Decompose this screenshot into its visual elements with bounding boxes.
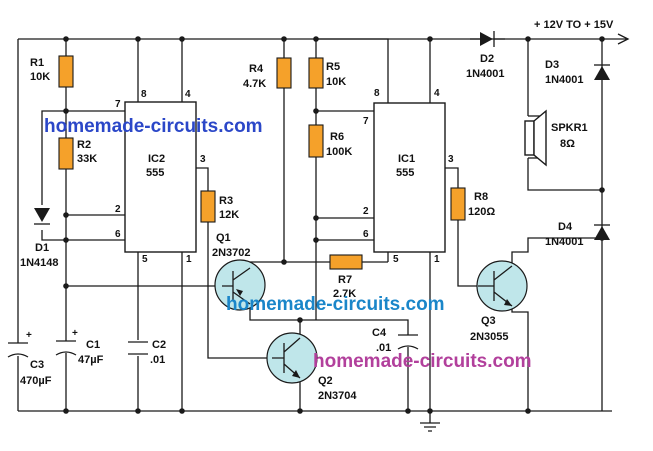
- ic2-pin-2: 2: [115, 204, 121, 215]
- svg-text:R3: R3: [219, 195, 233, 207]
- capacitor-c1: + C1 47µF: [55, 328, 104, 366]
- ic1-pin-7: 7: [363, 116, 369, 127]
- ic1-pin-3: 3: [448, 154, 454, 165]
- svg-text:47µF: 47µF: [78, 354, 104, 366]
- svg-text:R6: R6: [330, 131, 344, 143]
- svg-text:C2: C2: [152, 339, 166, 351]
- resistor-r7: R7 2.7K: [329, 254, 363, 300]
- svg-text:2N3702: 2N3702: [212, 247, 251, 259]
- ic2-pin-6: 6: [115, 229, 121, 240]
- ic2-pin-1: 1: [186, 254, 192, 265]
- svg-text:33K: 33K: [77, 153, 97, 165]
- transistor-q3: Q3 2N3055: [470, 260, 528, 343]
- svg-text:.01: .01: [150, 354, 165, 366]
- ic2-pin-5: 5: [142, 254, 148, 265]
- svg-text:C4: C4: [372, 327, 387, 339]
- svg-text:Q1: Q1: [216, 232, 231, 244]
- resistor-r5: R5 10K: [308, 57, 346, 89]
- resistor-r1: R1 10K: [30, 55, 74, 88]
- ic1-pin-2: 2: [363, 206, 369, 217]
- ic2-pin-7: 7: [115, 99, 121, 110]
- capacitor-c4: C4 .01: [372, 327, 419, 354]
- svg-text:470µF: 470µF: [20, 375, 52, 387]
- watermark-top: homemade-circuits.com: [44, 116, 263, 137]
- svg-text:12K: 12K: [219, 209, 239, 221]
- supply-label: + 12V TO + 15V: [534, 19, 614, 31]
- svg-text:.01: .01: [376, 342, 391, 354]
- ic2-chip: IC2 555 8 4 7 3 2 6 5 1: [115, 89, 206, 265]
- transistor-q2: Q2 2N3704: [266, 332, 357, 402]
- ic1-chip: IC1 555 8 4 7 3 2 6 5 1: [363, 88, 454, 265]
- capacitor-c2: C2 .01: [128, 339, 166, 366]
- svg-text:C1: C1: [86, 339, 100, 351]
- svg-text:R8: R8: [474, 191, 488, 203]
- svg-text:2N3055: 2N3055: [470, 331, 509, 343]
- capacitor-c3: + C3 470µF: [7, 330, 52, 387]
- ic1-type: 555: [396, 167, 414, 179]
- svg-text:+: +: [26, 330, 32, 341]
- ic1-pin-4: 4: [434, 88, 440, 99]
- svg-text:Q2: Q2: [318, 375, 333, 387]
- ic2-pin-3: 3: [200, 154, 206, 165]
- svg-text:D2: D2: [480, 53, 494, 65]
- svg-text:D1: D1: [35, 242, 49, 254]
- ic2-pin-4: 4: [185, 89, 191, 100]
- ic1-pin-5: 5: [393, 254, 399, 265]
- ic1-pin-8: 8: [374, 88, 380, 99]
- svg-text:C3: C3: [30, 359, 44, 371]
- speaker-icon: SPKR1 8Ω: [524, 109, 588, 167]
- svg-text:1N4148: 1N4148: [20, 257, 59, 269]
- svg-text:D4: D4: [558, 221, 573, 233]
- svg-text:D3: D3: [545, 59, 559, 71]
- svg-text:4.7K: 4.7K: [243, 78, 266, 90]
- svg-text:R5: R5: [326, 61, 340, 73]
- svg-text:SPKR1: SPKR1: [551, 122, 588, 134]
- svg-text:1N4001: 1N4001: [466, 68, 505, 80]
- diode-d3: D3 1N4001: [545, 59, 610, 86]
- resistor-r4: R4 4.7K: [243, 57, 292, 90]
- svg-text:1N4001: 1N4001: [545, 236, 584, 248]
- svg-text:Q3: Q3: [481, 315, 496, 327]
- diode-d1: D1 1N4148: [20, 208, 59, 269]
- svg-text:R7: R7: [338, 274, 352, 286]
- junction-dots: [63, 36, 605, 414]
- resistor-r3: R3 12K: [200, 190, 239, 223]
- ic2-type: 555: [146, 167, 164, 179]
- ic1-pin-1: 1: [434, 254, 440, 265]
- ic2-pin-8: 8: [141, 89, 147, 100]
- resistor-r2: R2 33K: [58, 137, 97, 170]
- svg-text:10K: 10K: [30, 71, 50, 83]
- ic2-name: IC2: [148, 153, 165, 165]
- svg-text:8Ω: 8Ω: [560, 138, 575, 150]
- watermark-bottom: homemade-circuits.com: [313, 351, 532, 372]
- svg-text:10K: 10K: [326, 76, 346, 88]
- svg-text:R4: R4: [249, 63, 264, 75]
- resistor-r8: R8 120Ω: [450, 187, 495, 221]
- ic1-pin-6: 6: [363, 229, 369, 240]
- svg-text:120Ω: 120Ω: [468, 206, 495, 218]
- svg-text:2.7K: 2.7K: [333, 288, 356, 300]
- diode-d2: D2 1N4001: [466, 31, 505, 80]
- svg-text:R2: R2: [77, 139, 91, 151]
- resistor-r6: R6 100K: [308, 124, 352, 158]
- ic1-name: IC1: [398, 153, 415, 165]
- watermark-middle: homemade-circuits.com: [226, 294, 445, 315]
- transistor-q1: Q1 2N3702: [212, 232, 266, 311]
- svg-text:2N3704: 2N3704: [318, 390, 357, 402]
- svg-text:R1: R1: [30, 57, 44, 69]
- svg-text:+: +: [72, 328, 78, 339]
- diode-d4: D4 1N4001: [545, 221, 610, 248]
- svg-text:1N4001: 1N4001: [545, 74, 584, 86]
- svg-text:100K: 100K: [326, 146, 352, 158]
